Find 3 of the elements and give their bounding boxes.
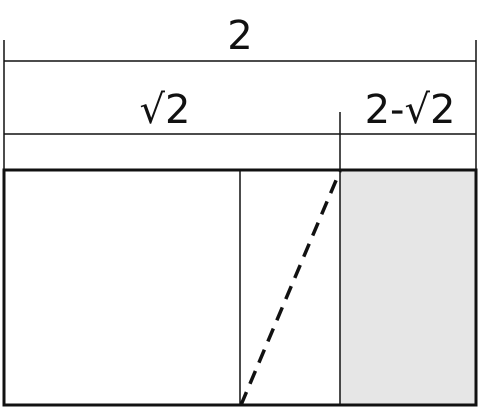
dimension-label: 2-√2 [364, 88, 456, 132]
dimension-label: 2 [227, 14, 253, 58]
dimension-label: √2 [140, 88, 190, 132]
